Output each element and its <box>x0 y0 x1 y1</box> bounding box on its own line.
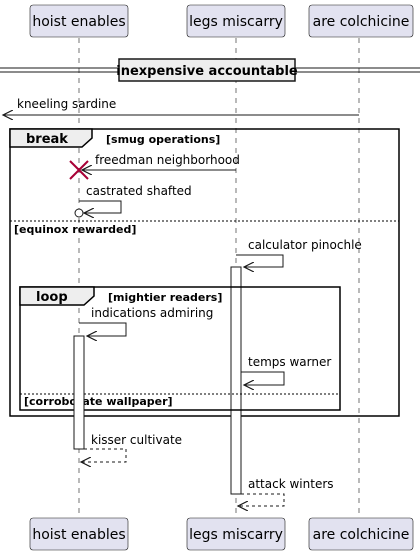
participant-colchicine-bottom[interactable]: are colchicine <box>308 517 414 551</box>
message-label: attack winters <box>248 477 334 491</box>
destroy-icon <box>69 160 89 180</box>
break-frame: break [smug operations] [equinox rewarde… <box>9 128 400 417</box>
loop-frame-title: loop <box>36 290 68 305</box>
message-label: freedman neighborhood <box>95 153 240 167</box>
message-attack-winters: attack winters <box>238 477 334 506</box>
message-indications-admiring: indications admiring <box>79 306 213 336</box>
message-label: kisser cultivate <box>91 433 182 447</box>
message-kneeling-sardine: kneeling sardine <box>3 97 359 115</box>
message-label: temps warner <box>248 355 331 369</box>
loop-frame-else-condition: [corroborate wallpaper] <box>24 395 173 408</box>
divider: inexpensive accountable <box>0 58 420 82</box>
message-temps-warner: temps warner <box>241 355 331 385</box>
break-frame-else-condition: [equinox rewarded] <box>14 223 136 236</box>
participant-hoist-top[interactable]: hoist enables <box>29 4 129 38</box>
break-frame-condition: [smug operations] <box>106 133 220 146</box>
participant-label: hoist enables <box>32 14 125 30</box>
participant-label: hoist enables <box>32 527 125 543</box>
message-freedman-neighborhood: freedman neighborhood <box>69 153 240 180</box>
break-frame-title: break <box>26 132 68 147</box>
divider-label: inexpensive accountable <box>116 64 298 79</box>
message-label: calculator pinochle <box>248 238 362 252</box>
participant-label: are colchicine <box>313 527 410 543</box>
participant-hoist-bottom[interactable]: hoist enables <box>29 517 129 551</box>
message-label: kneeling sardine <box>17 97 116 111</box>
lost-message-circle-icon <box>74 208 84 218</box>
participant-label: legs miscarry <box>189 14 283 30</box>
message-label: indications admiring <box>91 306 213 320</box>
participant-colchicine-top[interactable]: are colchicine <box>308 4 414 38</box>
message-calculator-pinochle: calculator pinochle <box>236 238 362 267</box>
loop-frame-condition: [mightier readers] <box>108 291 222 304</box>
participant-label: are colchicine <box>313 14 410 30</box>
activation-bar-hoist <box>73 335 85 450</box>
message-castrated-shafted: castrated shafted <box>74 184 192 218</box>
participant-legs-bottom[interactable]: legs miscarry <box>186 517 286 551</box>
participant-label: legs miscarry <box>189 527 283 543</box>
loop-frame: loop [mightier readers] [corroborate wal… <box>19 286 341 411</box>
participant-legs-top[interactable]: legs miscarry <box>186 4 286 38</box>
message-kisser-cultivate: kisser cultivate <box>81 433 182 462</box>
activation-bar-legs <box>230 266 242 495</box>
message-label: castrated shafted <box>86 184 192 198</box>
